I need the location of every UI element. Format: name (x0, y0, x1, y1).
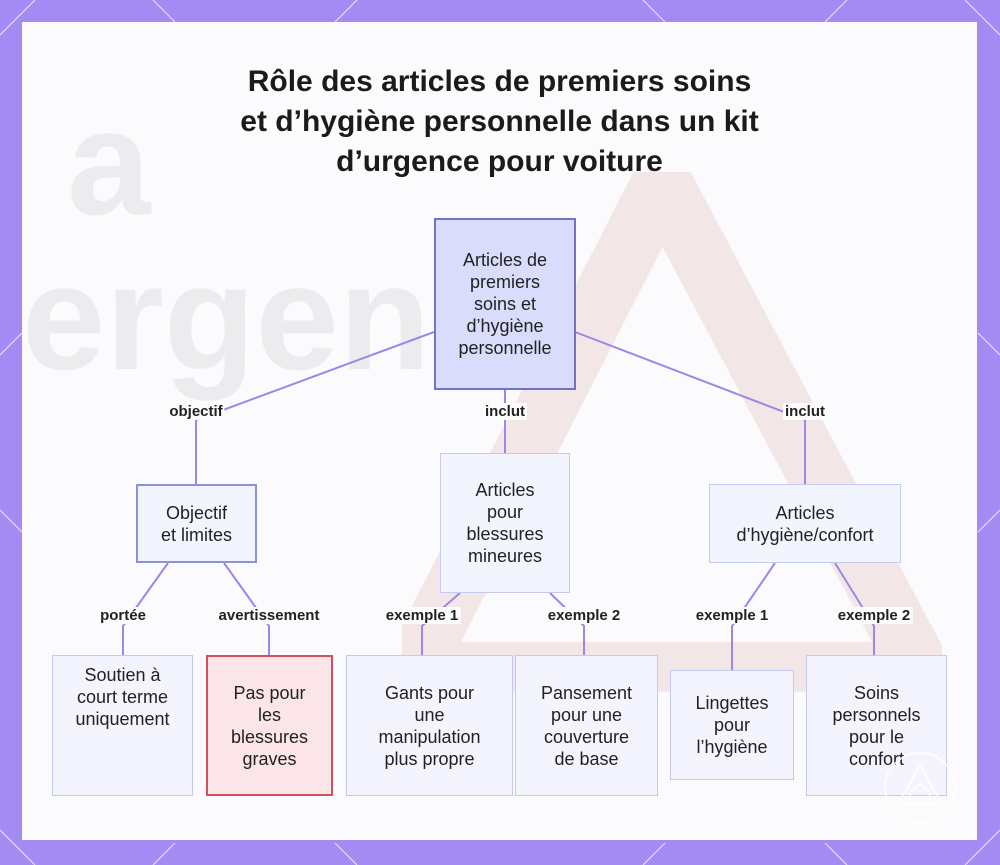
edge-label-inclut-1: inclut (483, 403, 527, 420)
node-text-line: blessures (230, 726, 309, 747)
node-articles-hygiene-confort: Articles d’hygiène/confort (709, 484, 901, 563)
node-text-line: Pansement (540, 682, 633, 703)
title-line-1: Rôle des articles de premiers soins (247, 65, 752, 98)
node-text-line: manipulation (378, 726, 481, 747)
node-text-line: Pas pour (233, 682, 306, 703)
node-text-line: et limites (160, 524, 232, 545)
node-text-line: Articles (475, 480, 535, 500)
node-text-line: uniquement (75, 709, 170, 729)
node-gants-manipulation: Gants pour une manipulation plus propre (346, 655, 513, 796)
node-articles-blessures-mineures: Articles pour blessures mineures (440, 453, 570, 593)
node-text-line: Soins (853, 682, 900, 703)
node-text-line: Objectif (165, 502, 227, 523)
node-text-line: Gants pour (384, 682, 475, 703)
node-text-line: l’hygiène (696, 737, 768, 757)
diagram-card: a ergency Rôle des articles de premiers … (22, 22, 977, 840)
edge-label-hygiene-exemple-2: exemple 2 (835, 607, 913, 624)
node-text-line: soins et (473, 294, 537, 314)
node-text-line: personnelle (458, 338, 552, 358)
node-articles-premiers-soins: Articles de premiers soins et d’hygiène … (434, 218, 576, 390)
warning-triangle-watermark-icon (402, 172, 942, 692)
node-text-line: personnels (832, 704, 921, 725)
node-text-line: de base (554, 748, 619, 769)
node-text-line: plus propre (384, 748, 475, 769)
node-pas-pour-blessures-graves: Pas pour les blessures graves (206, 655, 333, 796)
watermark-word-a: a (67, 78, 151, 246)
edge-root-objectif (195, 331, 435, 484)
diagram-title: Rôle des articles de premiers soins et d… (22, 62, 977, 182)
node-text-line: pour le (848, 726, 905, 747)
node-text-line: d’hygiène (466, 316, 544, 336)
edge-blessures-pansement (549, 592, 585, 655)
edge-label-objectif: objectif (167, 403, 225, 420)
edge-label-portee: portée (98, 607, 148, 624)
node-lingettes-hygiene: Lingettes pour l’hygiène (670, 670, 794, 780)
brand-logo-icon (884, 752, 956, 824)
edge-label-blessures-exemple-1: exemple 1 (383, 607, 461, 624)
node-text-line: confort (848, 748, 905, 769)
node-text-line: une (414, 704, 445, 725)
node-soutien-court-terme: Soutien à court terme uniquement (52, 655, 193, 796)
node-text-line: Soutien à (84, 665, 161, 685)
edge-blessures-gants (421, 592, 461, 655)
edge-root-hygiene (574, 331, 806, 484)
node-text-line: Articles (775, 502, 835, 523)
node-text-line: d’hygiène/confort (736, 524, 874, 545)
edge-objectif-soutien (122, 562, 169, 655)
edge-objectif-pas-pour (223, 562, 270, 655)
edge-hygiene-soins (834, 562, 875, 655)
edge-label-blessures-exemple-2: exemple 2 (545, 607, 623, 624)
node-text-line: premiers (469, 272, 540, 292)
edge-hygiene-lingettes (731, 562, 776, 670)
node-text-line: graves (242, 748, 297, 769)
node-text-line: court terme (76, 687, 168, 707)
title-line-3: d’urgence pour voiture (336, 145, 663, 178)
node-text-line: pour (486, 502, 523, 522)
node-text-line: pour (713, 715, 751, 735)
edge-label-avertissement: avertissement (216, 607, 322, 624)
node-text-line: les (257, 704, 281, 725)
edge-label-inclut-2: inclut (783, 403, 827, 420)
node-objectif-et-limites: Objectif et limites (136, 484, 257, 563)
edge-label-hygiene-exemple-1: exemple 1 (693, 607, 771, 624)
node-text-line: blessures (466, 524, 544, 544)
title-line-2: et d’hygiène personnelle dans un kit (240, 105, 759, 138)
node-text-line: Lingettes (695, 693, 769, 713)
node-text-line: couverture (543, 726, 630, 747)
node-text-line: pour une (550, 704, 623, 725)
diagram-edges (122, 331, 875, 670)
node-pansement-couverture: Pansement pour une couverture de base (515, 655, 658, 796)
node-text-line: Articles de (462, 250, 548, 270)
node-text-line: mineures (467, 546, 542, 566)
